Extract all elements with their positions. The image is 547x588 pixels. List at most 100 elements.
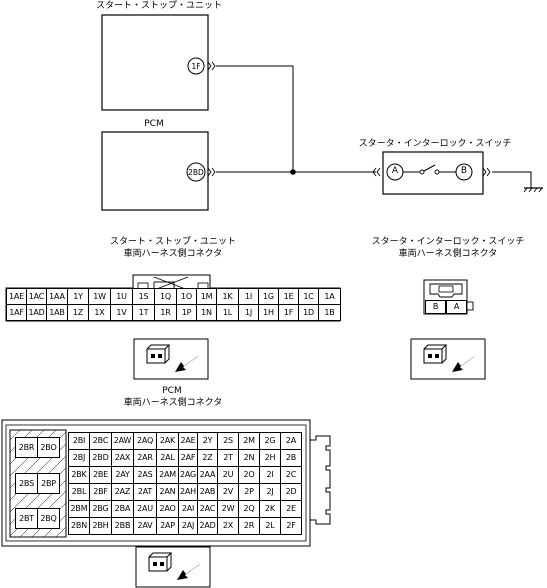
pcm-pin-cell: 2P — [238, 483, 260, 501]
view-direction-icon — [410, 338, 486, 380]
view-direction-icon — [133, 338, 209, 380]
pcm-pin-cell: 2BD — [89, 449, 112, 467]
pcm-pin-cell: 2BK — [68, 466, 90, 484]
unit-pin-cell: 1X — [88, 304, 111, 321]
pcm-pin-cell: 2AJ — [178, 517, 198, 535]
pcm-pin-cell: 2AU — [133, 500, 157, 518]
pcm-pin-cell: 2AB — [197, 483, 218, 501]
pcm-pin-cell: 2AR — [133, 449, 157, 467]
pcm-pin-cell: 2AX — [111, 449, 134, 467]
pcm-pin-cell: 2BN — [68, 517, 90, 535]
unit-pin-cell: 1T — [132, 304, 155, 321]
unit-pin-cell: 1AA — [46, 288, 68, 305]
pcm-pin-cell: 2U — [217, 466, 239, 484]
unit-pin-cell: 1U — [110, 288, 133, 305]
pcm-left-pin-cell: 2BQ — [37, 508, 60, 529]
unit-pin-cell: 1K — [216, 288, 239, 305]
pcm-pin-cell: 2AM — [156, 466, 179, 484]
pcm-pin-cell: 2A — [280, 432, 302, 450]
unit-pin-cell: 1M — [196, 288, 217, 305]
pcm-pin-cell: 2AS — [133, 466, 157, 484]
pcm-pin-cell: 2AG — [178, 466, 198, 484]
pcm-pin-cell: 2K — [259, 500, 281, 518]
pcm-pin-cell: 2S — [217, 432, 239, 450]
unit-pin-cell: 1AF — [6, 304, 27, 321]
switch-connector-title: スタータ・インターロック・スイッチ — [371, 237, 525, 247]
unit-pin-cell: 1A — [318, 288, 341, 305]
unit-pin-cell: 1AE — [6, 288, 27, 305]
switch-pin-cell: A — [446, 300, 467, 314]
wire-1f — [216, 65, 294, 172]
pcm-pin-cell: 2BC — [89, 432, 112, 450]
unit-pin-cell: 1Q — [154, 288, 177, 305]
pcm-title: PCM — [144, 119, 164, 129]
unit-pin-1f-label: 1F — [191, 62, 201, 71]
starter-interlock-switch-title: スタータ・インターロック・スイッチ — [358, 139, 512, 149]
unit-pin-cell: 1C — [298, 288, 319, 305]
unit-connector-title: スタート・ストップ・ユニット — [109, 237, 236, 247]
pcm-pin-cell: 2AV — [133, 517, 157, 535]
pcm-pin-cell: 2AT — [133, 483, 157, 501]
pcm-pin-cell: 2AD — [197, 517, 218, 535]
pcm-left-pin-cell: 2BO — [37, 437, 60, 458]
pcm-pin-cell: 2E — [280, 500, 302, 518]
pcm-pin-cell: 2Z — [197, 449, 218, 467]
unit-pin-cell: 1AB — [46, 304, 68, 321]
unit-pin-cell: 1AD — [26, 304, 47, 321]
pcm-pin-cell: 2T — [217, 449, 239, 467]
unit-pin-cell: 1E — [278, 288, 299, 305]
pcm-pin-cell: 2N — [238, 449, 260, 467]
pcm-pin-cell: 2O — [238, 466, 260, 484]
pcm-pin-cell: 2BL — [68, 483, 90, 501]
unit-pin-cell: 1P — [176, 304, 197, 321]
start-stop-unit-title: スタート・ストップ・ユニット — [95, 1, 222, 11]
pcm-pin-cell: 2BH — [89, 517, 112, 535]
unit-pin-cell: 1S — [132, 288, 155, 305]
pcm-pin-cell: 2BI — [68, 432, 90, 450]
pcm-connector-subtitle: 車両ハーネス側コネクタ — [123, 398, 223, 408]
switch-connector-subtitle: 車両ハーネス側コネクタ — [398, 249, 498, 259]
unit-pin-cell: 1G — [258, 288, 279, 305]
unit-connector-subtitle: 車両ハーネス側コネクタ — [123, 249, 223, 259]
pcm-pin-cell: 2I — [259, 466, 281, 484]
pcm-pin-cell: 2AP — [156, 517, 179, 535]
unit-pin-cell: 1D — [298, 304, 319, 321]
pcm-pin-cell: 2AO — [156, 500, 179, 518]
pcm-pin-cell: 2H — [259, 449, 281, 467]
pcm-pin-cell: 2W — [217, 500, 239, 518]
pcm-connector-title: PCM — [162, 386, 182, 396]
unit-pin-cell: 1Y — [67, 288, 89, 305]
pcm-pin-cell: 2BG — [89, 500, 112, 518]
unit-pin-1f-circle — [187, 57, 205, 75]
pcm-left-pin-cell: 2BR — [15, 437, 38, 458]
switch-pin-b-label: B — [460, 166, 468, 176]
pcm-pin-cell: 2BA — [111, 500, 134, 518]
pcm-pin-cell: 2X — [217, 517, 239, 535]
pcm-pin-cell: 2AW — [111, 432, 134, 450]
unit-pin-cell: 1AC — [26, 288, 47, 305]
pcm-pin-cell: 2AQ — [133, 432, 157, 450]
pcm-pin-cell: 2Q — [238, 500, 260, 518]
pcm-pin-cell: 2AL — [156, 449, 179, 467]
pcm-connector-latch — [309, 435, 331, 525]
unit-pin-cell: 1W — [88, 288, 111, 305]
switch-pin-a-label: A — [391, 166, 399, 176]
pcm-pin-cell: 2AY — [111, 466, 134, 484]
view-direction-icon — [135, 546, 211, 588]
pcm-pin-cell: 2BF — [89, 483, 112, 501]
pcm-pin-cell: 2BJ — [68, 449, 90, 467]
pcm-pin-cell: 2J — [259, 483, 281, 501]
unit-pin-cell: 1O — [176, 288, 197, 305]
pcm-pin-cell: 2BM — [68, 500, 90, 518]
pcm-pin-2bd-label: 2BD — [188, 168, 204, 177]
unit-pin-cell: 1L — [216, 304, 239, 321]
pcm-left-pin-cell: 2BS — [15, 473, 38, 494]
pcm-pin-cell: 2V — [217, 483, 239, 501]
unit-pin-cell: 1F — [278, 304, 299, 321]
pcm-left-pin-cell: 2BP — [37, 473, 60, 494]
pcm-pin-cell: 2BE — [89, 466, 112, 484]
pcm-pin-cell: 2AH — [178, 483, 198, 501]
pcm-pin-cell: 2C — [280, 466, 302, 484]
pcm-pin-cell: 2BB — [111, 517, 134, 535]
unit-pin-cell: 1J — [238, 304, 259, 321]
